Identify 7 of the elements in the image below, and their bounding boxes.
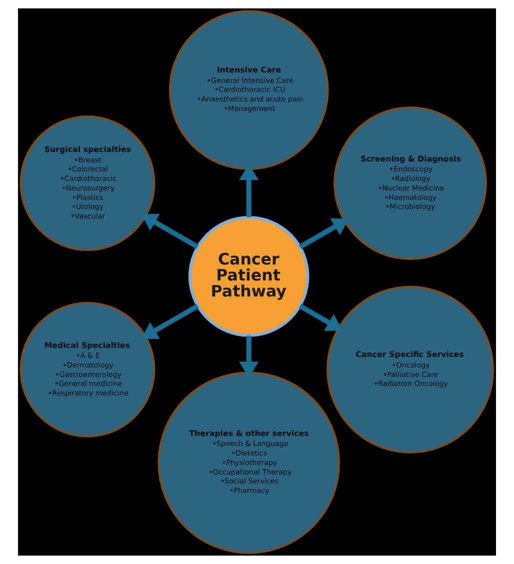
arrow: [239, 336, 259, 378]
node-circle: Cancer Patient Pathway: [188, 216, 310, 337]
arrow: [141, 304, 199, 340]
arrow: [298, 218, 349, 249]
arrow: [239, 164, 259, 218]
arrow: [298, 304, 343, 332]
arrow: [141, 214, 199, 249]
